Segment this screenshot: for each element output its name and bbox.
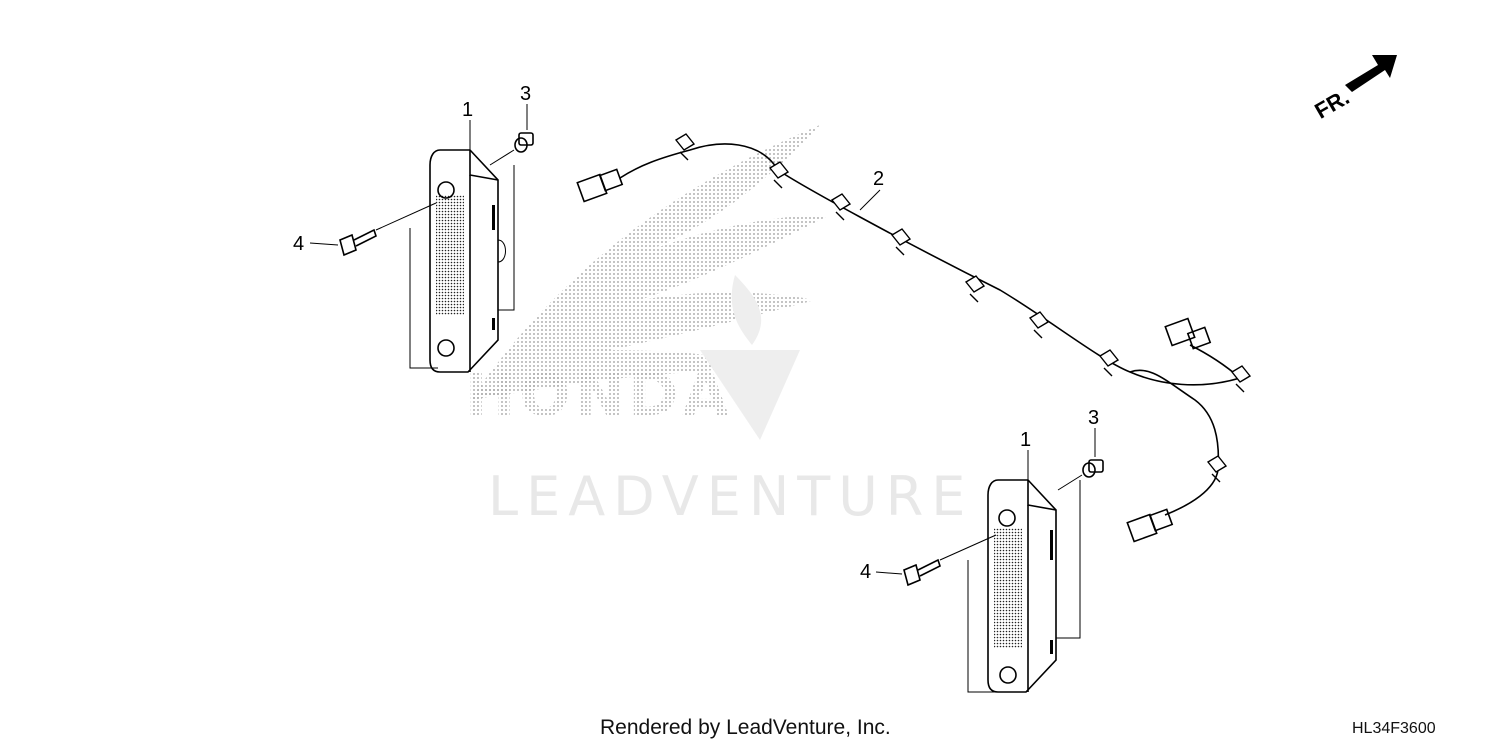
callout-screw-left: 4 xyxy=(293,233,304,255)
leadventure-watermark-text: LEADVENTURE xyxy=(488,465,973,528)
front-direction-label: FR. xyxy=(1310,84,1353,123)
harness-clips xyxy=(674,133,1252,483)
side-marker-lamp-left xyxy=(409,120,515,373)
honda-wing-watermark: HONDA xyxy=(465,125,830,440)
callout-harness: 2 xyxy=(873,168,884,190)
callout-nut-left: 3 xyxy=(520,83,531,105)
callout-screw-right: 4 xyxy=(860,561,871,583)
wiring-harness xyxy=(576,133,1252,543)
honda-watermark-text: HONDA xyxy=(465,360,733,430)
diagram-code: HL34F3600 xyxy=(1352,720,1436,737)
nut-right xyxy=(1057,428,1104,491)
connector-left xyxy=(576,168,624,203)
front-direction-indicator: FR. xyxy=(1310,55,1397,124)
screw-left xyxy=(309,202,437,257)
render-credit: Rendered by LeadVenture, Inc. xyxy=(600,716,891,739)
connector-right-upper xyxy=(1164,317,1212,350)
connector-right-lower xyxy=(1126,508,1174,543)
front-arrow-icon xyxy=(1345,55,1397,92)
callout-lamp-right: 1 xyxy=(1020,429,1031,451)
callout-nut-right: 3 xyxy=(1088,407,1099,429)
side-marker-lamp-right xyxy=(967,450,1081,693)
screw-right xyxy=(875,534,997,587)
callout-lamp-left: 1 xyxy=(462,99,473,121)
nut-left xyxy=(489,104,534,166)
